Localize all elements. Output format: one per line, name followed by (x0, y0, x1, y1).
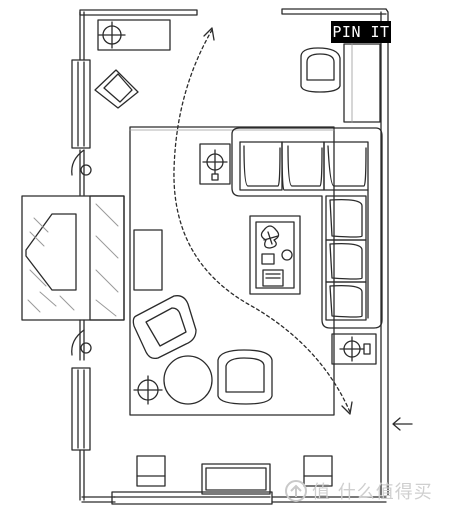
doors (71, 149, 92, 356)
armchair-bottom-middle (217, 349, 273, 405)
coffee-table (249, 215, 301, 295)
fireplace (21, 195, 125, 321)
bottom-stool-left (136, 455, 166, 487)
lamp-table-lower-left (133, 375, 163, 405)
accent-chair-top-left (94, 69, 139, 109)
tv-console (201, 463, 271, 495)
windows (71, 59, 273, 505)
side-table-sofa-bottom (331, 333, 377, 365)
club-chair-left (132, 295, 197, 360)
watermark: 值 什么值得买 (284, 478, 433, 504)
side-table-sofa-left (199, 143, 231, 185)
sectional-sofa (231, 127, 383, 329)
watermark-text: 值 什么值得买 (312, 482, 433, 503)
armchair-top-right (300, 47, 341, 93)
pin-it-button[interactable]: PIN IT (331, 21, 391, 43)
smzdm-logo-icon (285, 480, 307, 502)
bottom-stool-right (303, 455, 333, 487)
traffic-flow-arrow (173, 27, 353, 415)
round-table (163, 355, 213, 405)
room-walls (79, 8, 389, 503)
area-rug (129, 126, 335, 416)
entry-arrow (392, 417, 413, 431)
cabinet-top-right (343, 43, 381, 123)
console-table-top (97, 19, 171, 51)
bench (133, 229, 163, 291)
